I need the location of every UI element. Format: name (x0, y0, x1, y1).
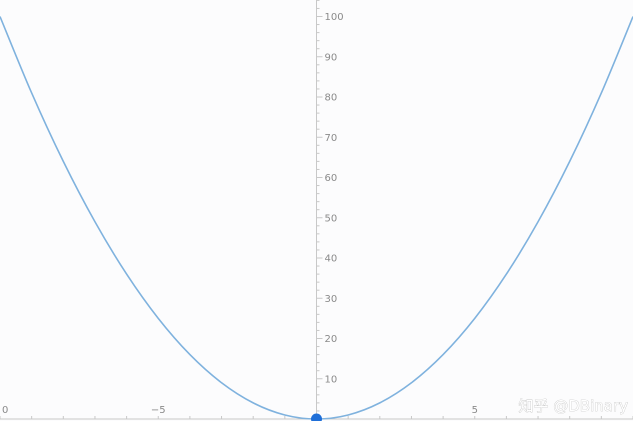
y-tick-label: 40 (325, 254, 338, 265)
x-tick-label: −5 (151, 405, 166, 416)
y-tick-label: 20 (325, 334, 338, 345)
x-tick-label: 0 (2, 405, 8, 416)
x-tick-label: 5 (472, 405, 478, 416)
y-tick-label: 70 (325, 133, 338, 144)
y-tick-label: 60 (325, 173, 338, 184)
y-tick-label: 100 (325, 12, 344, 23)
y-tick-label: 10 (325, 374, 338, 385)
y-tick-label: 90 (325, 52, 338, 63)
watermark: 知乎 @DBinary (518, 397, 628, 415)
vertex-point (311, 413, 322, 421)
points-layer (311, 413, 322, 421)
y-tick-label: 50 (325, 213, 338, 224)
y-tick-label: 80 (325, 93, 338, 104)
y-tick-label: 30 (325, 294, 338, 305)
